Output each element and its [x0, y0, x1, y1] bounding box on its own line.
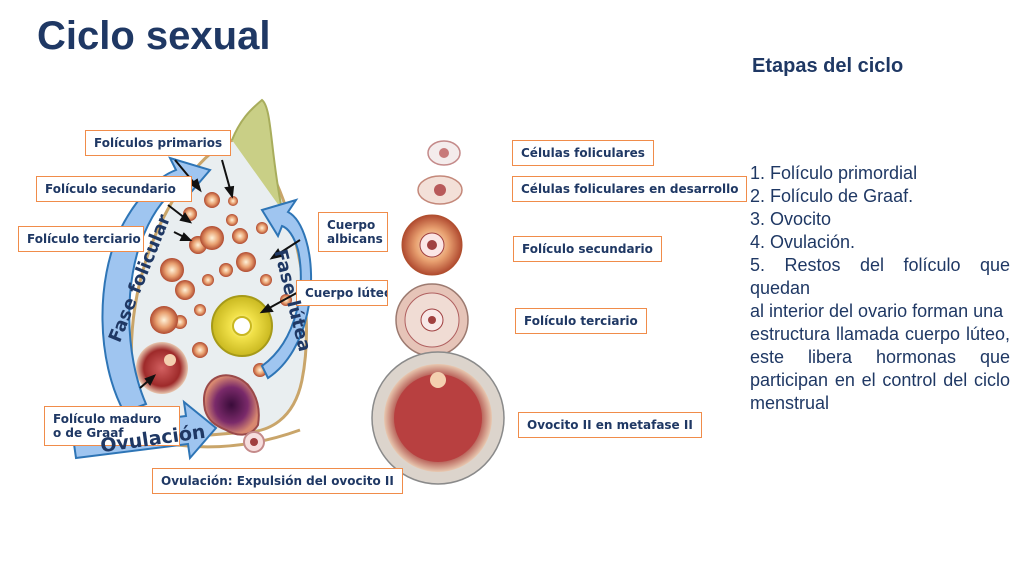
label-secondary-follicle: Folículo secundario — [36, 176, 192, 202]
label-mature-follicle: Folículo maduro o de Graaf — [44, 406, 180, 446]
label-stage-oocyte: Ovocito II en metafase II — [518, 412, 702, 438]
stage-tertiary-drawing — [395, 283, 469, 357]
stage-item: 3. Ovocito — [750, 209, 832, 229]
stages-list: 1. Folículo primordial 2. Folículo de Gr… — [750, 162, 1010, 415]
follicular-phase-arrow — [101, 156, 212, 414]
label-stage-secondary: Folículo secundario — [513, 236, 662, 262]
pointer-arrows — [139, 159, 303, 389]
stage-cells-drawing — [427, 140, 461, 166]
stage-item: al interior del ovario forman una — [750, 301, 1004, 321]
stages-heading: Etapas del ciclo — [752, 55, 904, 77]
label-developing-cells: Células foliculares en desarrollo — [512, 176, 748, 202]
label-ovulation-expulsion: Ovulación: Expulsión del ovocito II — [152, 468, 403, 494]
stage-item: 2. Folículo de Graaf. — [750, 186, 914, 206]
label-corpus-luteum: Cuerpo lúteo — [296, 280, 388, 306]
label-cells: Células foliculares — [512, 140, 654, 166]
mature-follicle-drawing — [136, 342, 188, 394]
corpus-luteum-drawing — [211, 295, 273, 357]
graaf-follicle-drawing — [203, 374, 265, 453]
page-title: Ciclo sexual — [37, 14, 271, 58]
label-primary-follicles: Folículos primarios — [85, 130, 232, 156]
stage-item: 1. Folículo primordial — [750, 163, 918, 183]
stage-item: 4. Ovulación. — [750, 232, 856, 252]
stage-oocyte-drawing — [371, 351, 505, 485]
stage-item: 5. Restos del folículo que quedan — [750, 255, 1010, 298]
stage-developing-drawing — [417, 175, 463, 205]
stage-secondary-drawing — [401, 214, 463, 276]
label-tertiary-follicle: Folículo terciario — [18, 226, 144, 252]
label-corpus-albicans: Cuerpo albicans — [318, 212, 388, 252]
label-stage-tertiary: Folículo terciario — [515, 308, 647, 334]
stage-item: estructura llamada cuerpo lúteo, este li… — [750, 324, 1010, 413]
